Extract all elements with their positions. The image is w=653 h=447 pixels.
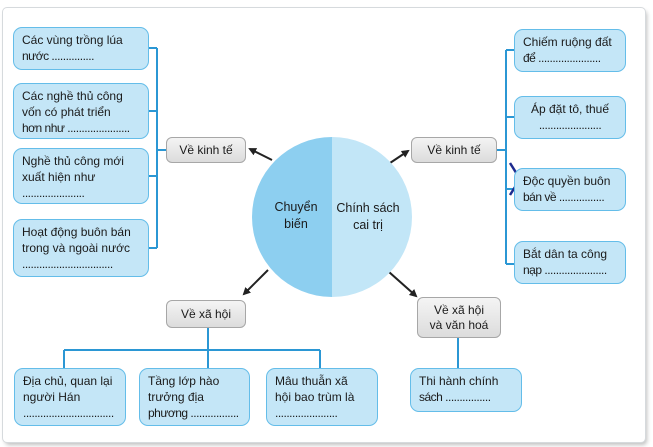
center-circle bbox=[252, 137, 412, 297]
hub-econ-left-label: Về kinh tế bbox=[179, 142, 233, 157]
box-text-line: nước ............... bbox=[22, 49, 94, 63]
hub-social-left-label: Về xã hội bbox=[180, 306, 232, 321]
box-text-line: ................................ bbox=[23, 406, 114, 420]
box-text-line: Thi hành chính bbox=[419, 374, 499, 388]
box-text-line: phương ................. bbox=[148, 406, 239, 420]
box-text-line: Bắt dân ta công bbox=[523, 247, 608, 261]
hub-econ-right: Về kinh tế bbox=[411, 137, 497, 163]
policy-label-line2: cai trị bbox=[353, 218, 383, 232]
left-econ-box: Các nghề thủ công vốn có phát triển hơn … bbox=[13, 83, 149, 139]
left-econ-box: Hoạt động buôn bán trong và ngoài nước .… bbox=[13, 219, 149, 277]
box-text-line: hơn như ...................... bbox=[22, 121, 130, 135]
left-econ-box: Các vùng trồng lúa nước ............... bbox=[13, 27, 149, 70]
left-econ-connectors bbox=[149, 47, 166, 249]
hub-social-right-label-line2: và văn hoá bbox=[429, 317, 489, 332]
left-econ-box: Nghề thủ công mới xuất hiện như ........… bbox=[13, 148, 149, 204]
box-text-line: người Hán bbox=[23, 390, 81, 404]
circle-half-transformation bbox=[252, 137, 332, 297]
box-text-line: ...................... bbox=[275, 406, 338, 420]
box-text-line: để ...................... bbox=[523, 51, 601, 65]
right-econ-box: Chiếm ruộng đất để .....................… bbox=[514, 29, 626, 72]
box-text-line: ................................ bbox=[22, 257, 113, 271]
box-text-line: xuất hiện như bbox=[22, 170, 96, 184]
box-text-line: sách ................ bbox=[419, 390, 491, 404]
box-text-line: Hoạt động buôn bán bbox=[22, 225, 131, 239]
social-connectors bbox=[63, 328, 321, 368]
box-text-line: Địa chủ, quan lại bbox=[23, 374, 113, 388]
box-text-line: ...................... bbox=[538, 118, 602, 132]
social-box: Địa chủ, quan lại người Hán ............… bbox=[14, 368, 126, 426]
box-text-line: ...................... bbox=[22, 186, 85, 200]
right-econ-box: Độc quyền buôn bán về ................ bbox=[514, 168, 626, 211]
hub-econ-left: Về kinh tế bbox=[166, 137, 246, 163]
hub-social-right: Về xã hội và văn hoá bbox=[417, 297, 501, 338]
box-text-line: Các vùng trồng lúa bbox=[22, 33, 123, 47]
box-text-line: nạp ...................... bbox=[523, 263, 607, 277]
policy-label-line1: Chính sách bbox=[336, 201, 400, 215]
social-box: Tầng lớp hào trưởng địa phương .........… bbox=[139, 368, 250, 426]
policy-label: Chính sách cai trị bbox=[332, 200, 404, 234]
hub-econ-right-label: Về kinh tế bbox=[427, 142, 481, 157]
right-econ-box: Bắt dân ta công nạp ....................… bbox=[514, 241, 626, 284]
box-text-line: Tầng lớp hào bbox=[148, 374, 220, 388]
transformation-label: Chuyển biến bbox=[266, 199, 326, 233]
box-text-line: Nghề thủ công mới bbox=[22, 154, 124, 168]
transformation-label-line2: biến bbox=[284, 217, 308, 231]
box-text-line: Các nghề thủ công bbox=[22, 89, 123, 103]
right-econ-connectors bbox=[497, 49, 514, 265]
circle-half-policy bbox=[332, 137, 412, 297]
box-text-line: Áp đặt tô, thuế bbox=[530, 102, 610, 116]
box-text-line: Mâu thuẫn xã bbox=[275, 374, 348, 388]
box-text-line: hội bao trùm là bbox=[275, 390, 355, 404]
box-text-line: trong và ngoài nước bbox=[22, 241, 130, 255]
transformation-label-line1: Chuyển bbox=[274, 200, 318, 214]
box-text-line: bán về ................ bbox=[523, 190, 605, 204]
social-box: Mâu thuẫn xã hội bao trùm là ...........… bbox=[266, 368, 378, 426]
box-text-line: trưởng địa bbox=[148, 390, 204, 404]
box-text-line: Độc quyền buôn bbox=[523, 174, 611, 188]
box-text-line: vốn có phát triển bbox=[22, 105, 111, 119]
box-text-line: Chiếm ruộng đất bbox=[523, 35, 612, 49]
hub-social-right-label-line1: Về xã hội bbox=[433, 302, 485, 317]
culture-box: Thi hành chính sách ................ bbox=[410, 368, 522, 412]
hub-social-left: Về xã hội bbox=[166, 300, 246, 328]
right-econ-box: Áp đặt tô, thuế ...................... bbox=[514, 96, 626, 139]
